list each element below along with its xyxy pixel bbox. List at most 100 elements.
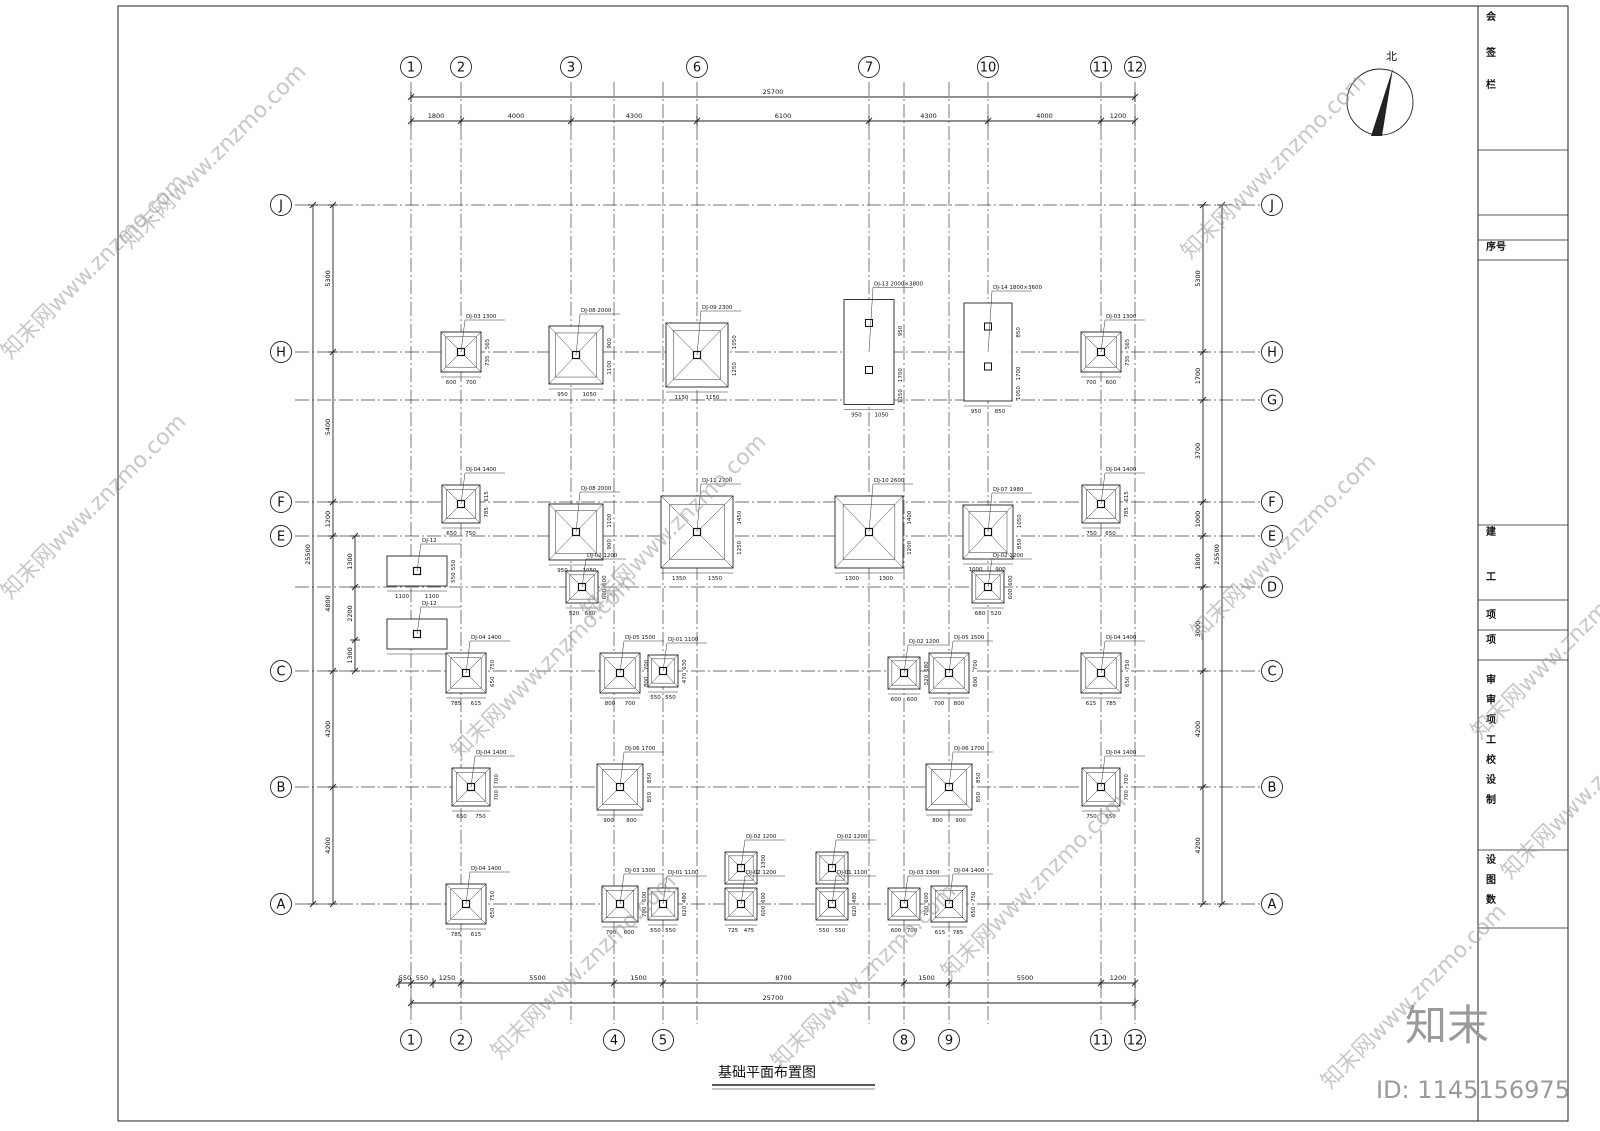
- title-block-char-10: 审: [1486, 693, 1496, 706]
- axis-bubble-bottom-8: 12: [1124, 1029, 1146, 1051]
- svg-text:650: 650: [1125, 676, 1131, 687]
- svg-text:1100: 1100: [607, 360, 613, 374]
- footing-label: DJ-06 1700: [625, 746, 656, 752]
- svg-text:785: 785: [451, 932, 462, 938]
- svg-text:520: 520: [924, 674, 930, 685]
- svg-text:725: 725: [728, 928, 739, 934]
- title-block-char-17: 图: [1486, 874, 1496, 886]
- svg-text:1250: 1250: [737, 540, 743, 554]
- svg-text:2: 2: [457, 61, 465, 76]
- watermarks: 知末网www.znzmo.com知末网www.znzmo.com知末网www.z…: [0, 59, 1600, 1094]
- dim-top-seg-4: 6100: [775, 112, 792, 120]
- footing-label: DJ-01 1100: [837, 870, 868, 876]
- grid-lines: [295, 82, 1262, 1024]
- svg-text:650: 650: [1105, 814, 1116, 820]
- axis-bubble-right-6: D: [1261, 576, 1283, 598]
- svg-text:700: 700: [1124, 790, 1130, 801]
- svg-text:600: 600: [602, 575, 608, 586]
- svg-text:600: 600: [446, 380, 457, 386]
- axis-bubble-bottom-2: 2: [450, 1029, 472, 1051]
- axis-bubble-bottom-4: 5: [652, 1029, 674, 1051]
- dim-top-seg-6: 4000: [1036, 112, 1053, 120]
- svg-text:750: 750: [1086, 814, 1097, 820]
- svg-text:550: 550: [451, 572, 457, 583]
- svg-text:630: 630: [682, 659, 688, 670]
- axis-bubble-bottom-1: 1: [400, 1029, 422, 1051]
- axis-bubble-left-6: B: [270, 776, 292, 798]
- dim-left-seg-2: 5400: [324, 419, 332, 436]
- dim-top-total-1: 25700: [763, 88, 784, 96]
- svg-text:900: 900: [607, 539, 613, 550]
- axis-bubble-right-3: G: [1261, 389, 1283, 411]
- svg-text:480: 480: [852, 892, 858, 903]
- axis-bubble-left-5: C: [270, 660, 292, 682]
- footing-label: DJ-04 1400: [1106, 635, 1137, 641]
- footing-label: DJ-08 2000: [581, 308, 612, 314]
- svg-text:785: 785: [1106, 701, 1117, 707]
- axis-bubble-left-3: F: [270, 491, 292, 513]
- title-block-char-13: 校: [1486, 753, 1497, 766]
- footing-8: DJ-08 200095010501100900: [548, 486, 620, 574]
- svg-text:J: J: [278, 199, 283, 214]
- dim-right-seg-1: 5300: [1194, 270, 1202, 287]
- title-block-char-7: 项: [1486, 609, 1496, 621]
- svg-text:850: 850: [647, 791, 653, 802]
- svg-text:10: 10: [980, 61, 997, 76]
- svg-text:650: 650: [971, 906, 977, 917]
- footing-label: DJ-05 1500: [954, 635, 985, 641]
- footing-14: DJ-12: [386, 601, 461, 655]
- axis-bubble-right-5: E: [1261, 525, 1283, 547]
- footing-label: DJ-02 1200: [746, 870, 777, 876]
- dim-left-inner-2: 2200: [346, 605, 354, 622]
- svg-text:600: 600: [1008, 588, 1014, 599]
- dim-left-inner-3: 1300: [346, 647, 354, 664]
- svg-text:785: 785: [451, 701, 462, 707]
- footing-label: DJ-06 1700: [954, 746, 985, 752]
- dim-left-total-1: 25500: [304, 544, 312, 565]
- svg-text:735: 735: [485, 355, 491, 366]
- axis-bubble-right-9: A: [1261, 893, 1283, 915]
- dim-left-seg-4: 4800: [324, 595, 332, 612]
- svg-text:1150: 1150: [706, 395, 720, 401]
- svg-text:750: 750: [475, 814, 486, 820]
- svg-text:E: E: [1268, 530, 1276, 545]
- dim-left-seg-1: 5300: [324, 270, 332, 287]
- title-block-char-11: 项: [1486, 714, 1496, 726]
- svg-text:1700: 1700: [1016, 366, 1022, 380]
- svg-text:800: 800: [605, 701, 616, 707]
- svg-text:8: 8: [900, 1034, 908, 1049]
- svg-text:5: 5: [659, 1034, 667, 1049]
- svg-text:650: 650: [456, 814, 467, 820]
- dim-bottom-seg-5: 1500: [630, 974, 647, 982]
- dim-right-seg-2: 1700: [1194, 368, 1202, 385]
- title-block-char-6: 工: [1486, 572, 1496, 583]
- axis-bubble-left-2: H: [270, 341, 292, 363]
- svg-text:3: 3: [567, 61, 575, 76]
- svg-text:700: 700: [924, 905, 930, 916]
- svg-text:785: 785: [484, 507, 490, 518]
- svg-text:735: 735: [1125, 355, 1131, 366]
- svg-text:520: 520: [569, 611, 580, 617]
- svg-text:600: 600: [1008, 575, 1014, 586]
- footing-label: DJ-02 1200: [993, 553, 1024, 559]
- svg-text:1050: 1050: [1016, 386, 1022, 400]
- axis-bubble-top-3: 3: [560, 56, 582, 78]
- svg-text:4: 4: [610, 1034, 618, 1049]
- svg-text:D: D: [1267, 581, 1277, 596]
- svg-text:850: 850: [647, 772, 653, 783]
- svg-text:1100: 1100: [425, 594, 439, 600]
- dim-bottom-seg-7: 1500: [918, 974, 935, 982]
- svg-text:700: 700: [494, 774, 500, 785]
- drawing-title: 基础平面布置图: [718, 1064, 816, 1081]
